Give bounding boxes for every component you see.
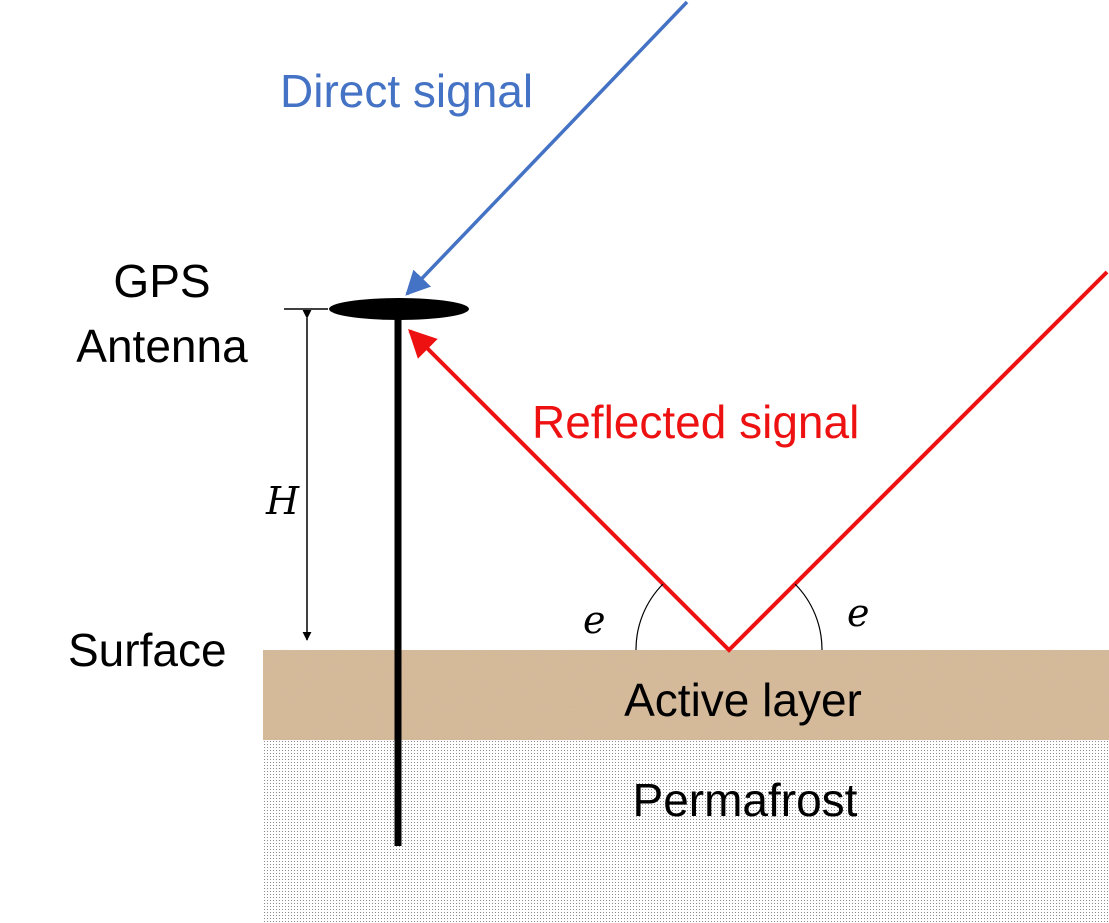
direct-signal-ray [405,0,689,296]
reflected-signal-label: Reflected signal [532,396,859,448]
gps-label-line1: GPS [113,255,210,307]
active-layer [263,650,1109,740]
elevation-arc-right [794,583,823,651]
reflected-signal-ray [408,270,1109,653]
direct-signal-label: Direct signal [280,65,533,117]
elevation-arc-left [635,583,664,651]
permafrost-label: Permafrost [633,774,858,826]
height-symbol: H [265,479,300,523]
active-layer-label: Active layer [624,674,862,726]
elevation-label-left: e [583,598,606,642]
elevation-label-right: e [847,591,870,635]
surface-label: Surface [68,624,227,676]
antenna-dish [329,298,469,320]
permafrost-layer [263,740,1109,923]
gps-label-line2: Antenna [76,320,248,372]
height-measurement [284,308,328,641]
